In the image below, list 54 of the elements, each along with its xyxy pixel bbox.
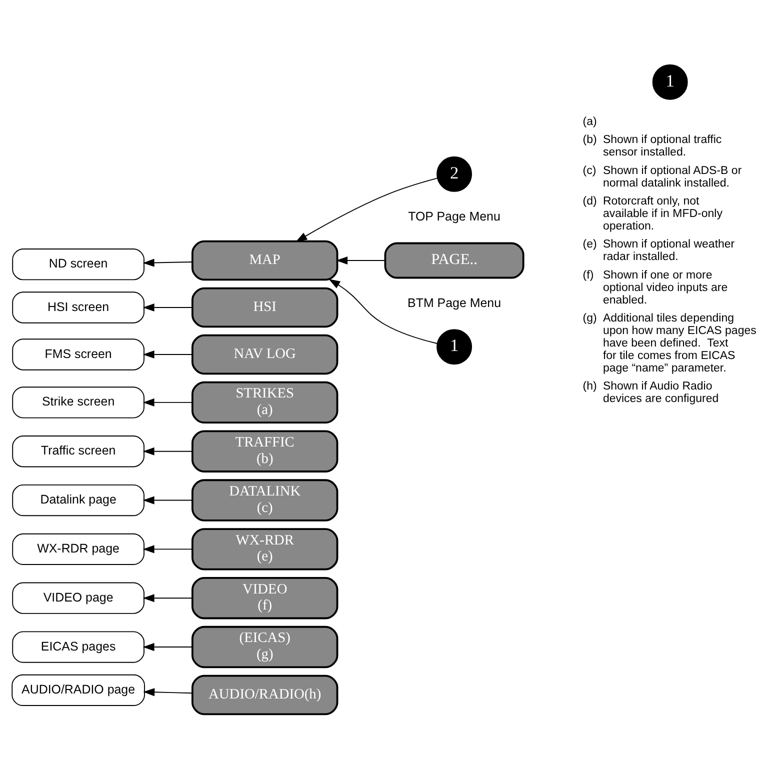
node-box: HSI: [191, 286, 338, 328]
node-circle: 2: [436, 156, 472, 192]
node-box: NAV LOG: [191, 334, 338, 374]
arrow: [142, 496, 193, 504]
label: Shown if optional ADS-B or normal datalink installed.: [602, 164, 742, 189]
node-box: TRAFFIC (b): [191, 430, 338, 472]
node-box: AUDIO/RADIO(h): [191, 674, 338, 715]
node-box: Datalink page: [12, 484, 144, 516]
arrow: [142, 594, 193, 602]
node-box: Traffic screen: [12, 435, 144, 467]
label: TOP Page Menu: [408, 209, 500, 224]
label: Rotorcraft only, not available if in MFD-only operation.: [602, 194, 722, 232]
label: Shown if one or more optional video inputs are enabled.: [602, 268, 728, 306]
label: (a): [582, 115, 597, 128]
arrow: [143, 688, 193, 696]
node-box: PAGE..: [384, 242, 524, 278]
node-box: AUDIO/RADIO page: [12, 674, 145, 706]
node-box: (EICAS) (g): [191, 625, 338, 668]
node-box: WX-RDR (e): [191, 528, 338, 570]
label: (g): [582, 312, 597, 324]
arrow: [142, 302, 193, 312]
label: Shown if optional weather radar installed.: [602, 238, 735, 263]
node-box: Strike screen: [12, 386, 144, 418]
node-box: VIDEO page: [12, 582, 144, 614]
label: (d): [582, 194, 597, 207]
arrow: [142, 350, 193, 358]
arrow: [142, 398, 193, 406]
arrow: [336, 256, 386, 264]
label: (c): [582, 164, 596, 176]
arrow: [142, 446, 193, 455]
label: (h): [582, 380, 597, 392]
label: Additional tiles depending upon how many EICAS pages have been defined. Text for tile comes from EICAS page “name” parameter.: [602, 312, 756, 374]
node-box: MAP: [191, 240, 338, 280]
node-circle: 1: [652, 64, 688, 100]
label: (f): [582, 268, 594, 281]
arrow: [328, 278, 438, 344]
arrow: [142, 258, 193, 266]
label: BTM Page Menu: [408, 295, 502, 310]
node-box: WX-RDR page: [12, 532, 144, 565]
arrow: [142, 642, 193, 651]
node-box: ND screen: [12, 248, 144, 280]
node-box: HSI screen: [12, 291, 144, 323]
label: Shown if Audio Radio devices are configured: [602, 380, 719, 405]
node-box: DATALINK (c): [191, 478, 338, 521]
arrow: [142, 544, 193, 553]
arrow: [296, 177, 438, 242]
label: Shown if optional traffic sensor installed.: [602, 134, 722, 158]
label: (b): [582, 134, 597, 146]
label: (e): [582, 238, 597, 250]
node-circle: 1: [436, 328, 472, 364]
node-box: STRIKES (a): [191, 380, 338, 424]
node-box: VIDEO (f): [191, 576, 338, 619]
node-box: EICAS pages: [12, 630, 144, 662]
node-box: FMS screen: [12, 338, 144, 370]
